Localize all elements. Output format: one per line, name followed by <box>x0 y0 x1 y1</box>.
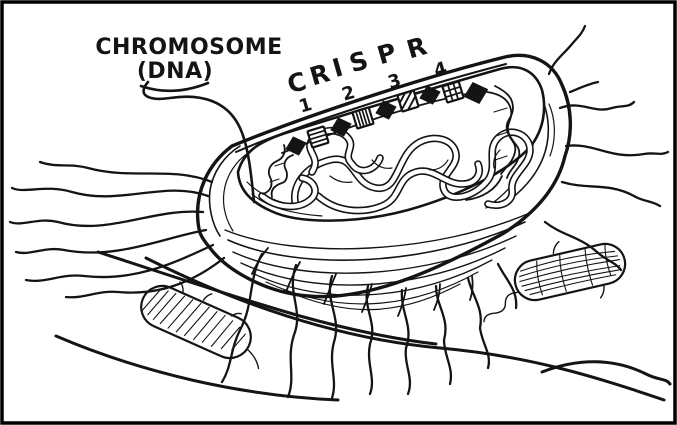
label-underline <box>139 81 210 93</box>
flagella-long-sweepers <box>54 250 672 402</box>
lower-striations <box>224 211 533 311</box>
spacer-square-2 <box>351 106 375 130</box>
chromosome-label-line1: CHROMOSOME <box>95 35 282 60</box>
chromosome-tangle <box>258 126 534 215</box>
spacer-number-4: 4 <box>432 58 450 82</box>
background-bacterium-left <box>140 281 260 370</box>
chromosome-label-line2: (DNA) <box>137 59 213 84</box>
dna-helix-right <box>465 85 521 201</box>
repeat-diamond-4 <box>419 85 441 105</box>
chromosome-label: CHROMOSOME (DNA) <box>95 35 282 204</box>
repeat-diamond-3 <box>375 100 397 120</box>
repeat-diamond-1 <box>285 136 307 156</box>
tangle-shading <box>329 149 501 183</box>
spacer-square-4 <box>441 80 465 104</box>
spacer-square-3 <box>396 89 420 113</box>
spacer-square-1 <box>306 125 330 149</box>
spacer-number-1: 1 <box>297 94 315 118</box>
spacer-numbers: 1 2 3 4 <box>297 58 450 118</box>
dna-helix-left <box>262 144 294 198</box>
background-bacterium-right <box>483 241 627 323</box>
spacer-number-3: 3 <box>386 70 404 94</box>
repeat-diamond-5 <box>463 81 489 105</box>
flagella-bottom <box>220 252 518 400</box>
crispr-array <box>281 80 489 156</box>
left-cap-arcs <box>208 145 251 237</box>
label-leader-line <box>142 80 256 204</box>
flagella-left <box>8 160 226 299</box>
flagella-right <box>543 24 670 272</box>
repeat-diamond-2 <box>330 117 352 137</box>
spacer-number-2: 2 <box>340 82 358 106</box>
